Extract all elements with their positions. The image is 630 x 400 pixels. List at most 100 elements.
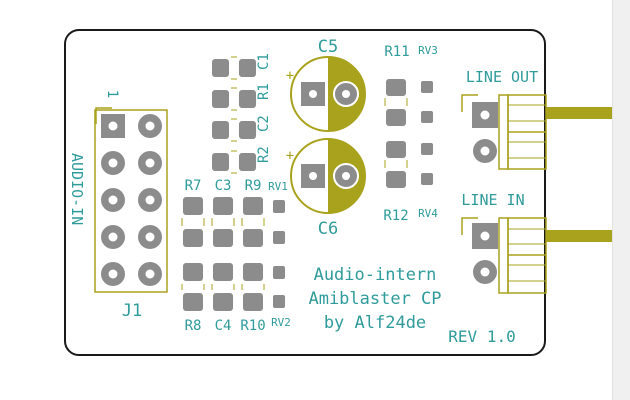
rv-pad-bottom bbox=[421, 173, 433, 185]
cluster-pad-bottom bbox=[243, 293, 263, 311]
r8-label: R8 bbox=[185, 318, 202, 334]
c5-pad-round-hole bbox=[342, 90, 350, 98]
cluster-pad-top bbox=[243, 197, 263, 215]
revision-label: REV 1.0 bbox=[448, 327, 515, 346]
line-in-pad-2-hole bbox=[480, 267, 490, 277]
rv-pad-top bbox=[273, 200, 285, 213]
cluster-pad-top bbox=[183, 197, 203, 215]
cluster-pad-top bbox=[243, 263, 263, 281]
rv1-label: RV1 bbox=[268, 180, 288, 193]
header-j1: 1 AUDIO-IN J1 bbox=[68, 90, 168, 321]
connector-line-in: LINE IN bbox=[461, 191, 612, 294]
smd-pad-right bbox=[239, 59, 256, 77]
rv-pad-bottom bbox=[421, 111, 433, 123]
r9-label: R9 bbox=[245, 178, 262, 194]
line-in-housing-left bbox=[498, 217, 509, 294]
smd-pad-left bbox=[212, 121, 229, 139]
line-out-pin1-bracket bbox=[461, 94, 478, 112]
capacitor-c6: + C6 bbox=[286, 138, 366, 239]
cluster-pad-bottom bbox=[213, 293, 233, 311]
line-out-pad-1-hole bbox=[480, 110, 490, 120]
j1-pad-hole bbox=[145, 195, 155, 205]
c4-label: C4 bbox=[215, 318, 232, 334]
smd-pad-right bbox=[239, 153, 256, 171]
j1-pad-hole bbox=[145, 269, 155, 279]
rv-pad-top bbox=[273, 266, 285, 279]
j1-pin1-bracket bbox=[95, 107, 112, 124]
rv-pad-bottom bbox=[273, 295, 285, 308]
j1-pad-hole bbox=[108, 158, 118, 168]
c2-label: C2 bbox=[256, 115, 272, 132]
c5-pad-square-hole bbox=[309, 90, 317, 98]
right-scroll-strip-edge bbox=[612, 0, 613, 400]
j1-pad-hole bbox=[145, 158, 155, 168]
j1-pad-hole bbox=[145, 121, 155, 131]
rv-pad-top bbox=[421, 81, 433, 93]
line-out-housing-left bbox=[498, 94, 509, 170]
cluster-pad-bottom bbox=[243, 229, 263, 247]
right-scroll-strip bbox=[612, 0, 630, 400]
c6-pad-round-hole bbox=[342, 172, 350, 180]
r12-label: R12 bbox=[383, 208, 408, 224]
line-in-pin1-bracket bbox=[461, 217, 478, 235]
c5-polarity: + bbox=[286, 68, 294, 84]
j1-name: J1 bbox=[122, 301, 142, 321]
rv4-label: RV4 bbox=[418, 207, 438, 220]
title-line-1: Audio-intern bbox=[314, 265, 437, 285]
smd-pad-left bbox=[212, 59, 229, 77]
right-pad-top bbox=[386, 141, 406, 158]
cluster-pad-bottom bbox=[213, 229, 233, 247]
j1-side-label: AUDIO-IN bbox=[68, 153, 86, 225]
cluster-pad-top bbox=[213, 197, 233, 215]
line-in-pad-1-hole bbox=[480, 231, 490, 241]
j1-courtyard bbox=[94, 109, 168, 293]
title-line-3: by Alf24de bbox=[324, 313, 426, 333]
capacitor-c5: + C5 bbox=[286, 37, 366, 132]
cluster-pad-top bbox=[183, 263, 203, 281]
cluster-pad-bottom bbox=[183, 293, 203, 311]
smd-cluster-right: R11 RV3 R12 RV4 bbox=[383, 44, 438, 224]
cluster-pad-bottom bbox=[183, 229, 203, 247]
r10-label: R10 bbox=[240, 318, 265, 334]
right-pad-top bbox=[386, 79, 406, 96]
j1-pad-hole bbox=[108, 121, 118, 131]
line-in-label: LINE IN bbox=[461, 191, 524, 209]
rv2-label: RV2 bbox=[271, 316, 291, 329]
line-out-gold-finger bbox=[546, 107, 612, 119]
j1-pad-hole bbox=[108, 232, 118, 242]
j1-pad-hole bbox=[108, 269, 118, 279]
line-out-pad-2-hole bbox=[480, 146, 490, 156]
c6-pad-square-hole bbox=[309, 172, 317, 180]
line-in-gold-finger bbox=[546, 230, 612, 242]
j1-pin1-marker: 1 bbox=[104, 90, 120, 98]
rv3-label: RV3 bbox=[418, 44, 438, 57]
smd-cluster-lower-left: R7 C3 R9 RV1 R8 C4 R10 RV2 bbox=[181, 178, 291, 334]
c1-label: C1 bbox=[256, 53, 272, 70]
cluster-pad-top bbox=[213, 263, 233, 281]
c3-label: C3 bbox=[215, 178, 232, 194]
right-pad-bottom bbox=[386, 109, 406, 126]
line-out-label: LINE OUT bbox=[466, 68, 538, 86]
board-title: Audio-intern Amiblaster CP by Alf24de RE… bbox=[308, 265, 515, 346]
title-line-2: Amiblaster CP bbox=[308, 289, 441, 309]
c5-label: C5 bbox=[318, 37, 338, 57]
r1-label: R1 bbox=[256, 83, 272, 100]
r2-label: R2 bbox=[256, 146, 272, 163]
c6-polarity: + bbox=[286, 148, 294, 164]
smd-pad-left bbox=[212, 153, 229, 171]
right-pad-bottom bbox=[386, 171, 406, 188]
r11-label: R11 bbox=[384, 44, 409, 60]
j1-pad-hole bbox=[145, 232, 155, 242]
rv-pad-top bbox=[421, 143, 433, 155]
r7-label: R7 bbox=[185, 178, 202, 194]
smd-column-c1-r2: C1 R1 C2 R2 bbox=[212, 53, 272, 174]
smd-pad-right bbox=[239, 121, 256, 139]
c6-label: C6 bbox=[318, 219, 338, 239]
j1-pad-hole bbox=[108, 195, 118, 205]
connector-line-out: LINE OUT bbox=[461, 68, 612, 170]
smd-pad-left bbox=[212, 90, 229, 108]
rv-pad-bottom bbox=[273, 231, 285, 244]
board-outline bbox=[64, 29, 546, 356]
smd-pad-right bbox=[239, 90, 256, 108]
pcb-drawing: 1 AUDIO-IN J1 C1 R1 C2 R2 + C5 + C6 R7 C… bbox=[64, 29, 612, 356]
